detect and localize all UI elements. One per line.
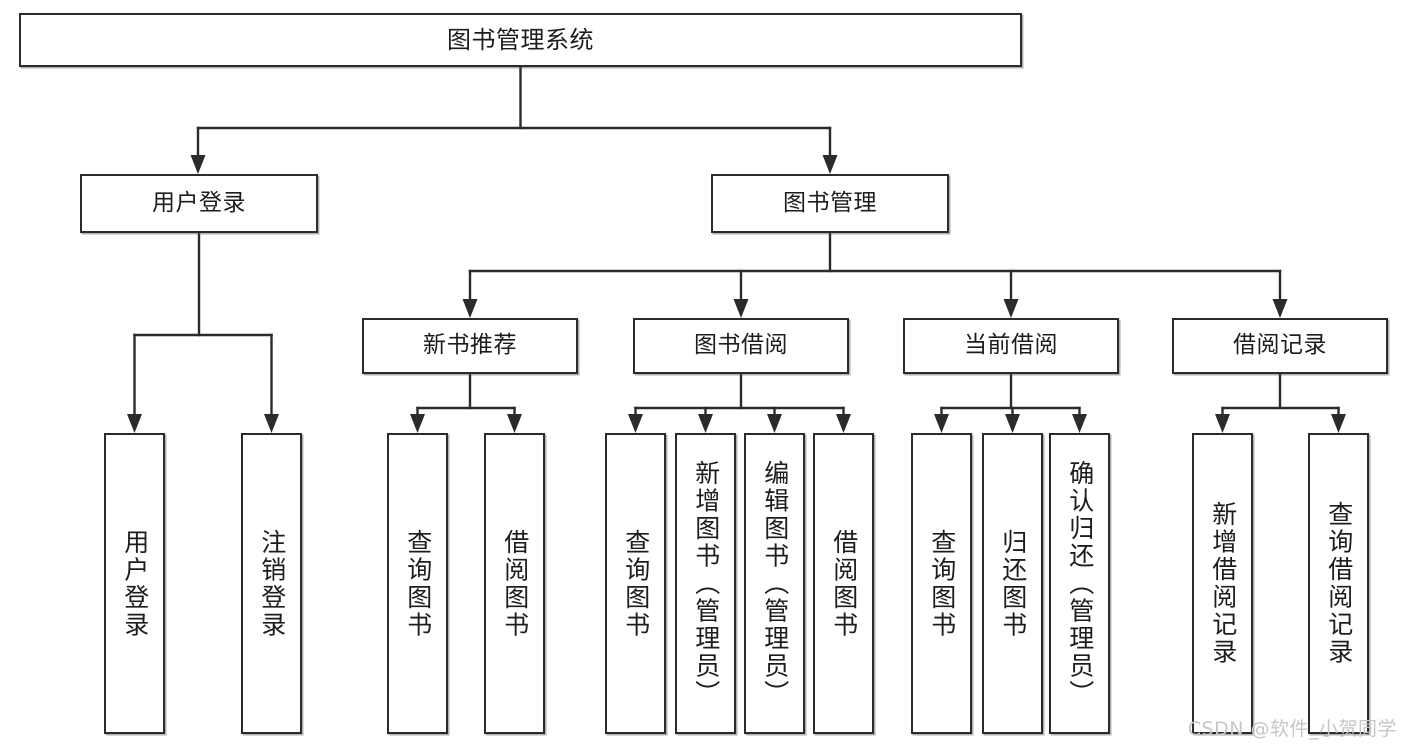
arrowhead-icon: [190, 155, 206, 174]
arrowhead-icon: [628, 414, 643, 433]
node-book-management[interactable]: 图书管理: [711, 174, 949, 233]
node-label: 图书管理: [783, 189, 877, 216]
arrowhead-icon: [1272, 299, 1288, 318]
arrowhead-icon: [836, 414, 851, 433]
node-label: 新增借阅记录: [1208, 501, 1238, 666]
leaf-confirm-return-admin[interactable]: 确认归还（管理员）: [1049, 433, 1110, 734]
leaf-query-borrow-record[interactable]: 查询借阅记录: [1308, 433, 1369, 734]
node-label: 查询图书: [403, 528, 433, 639]
arrowhead-icon: [733, 299, 749, 318]
node-label: 当前借阅: [964, 332, 1058, 359]
leaf-query-book-recommend[interactable]: 查询图书: [387, 433, 448, 734]
watermark-text: CSDN @软件_小贺同学: [1187, 718, 1397, 740]
node-label: 图书管理系统: [447, 25, 594, 54]
leaf-borrow-book-recommend[interactable]: 借阅图书: [484, 433, 545, 734]
node-label: 确认归还（管理员）: [1065, 459, 1095, 708]
arrowhead-icon: [1005, 414, 1020, 433]
leaf-edit-book-admin[interactable]: 编辑图书（管理员）: [744, 433, 805, 734]
node-label: 用户登录: [152, 189, 246, 216]
arrowhead-icon: [934, 414, 949, 433]
arrowhead-icon: [822, 155, 838, 174]
node-label: 用户登录: [120, 528, 150, 639]
leaf-user-login[interactable]: 用户登录: [104, 433, 165, 734]
arrowhead-icon: [462, 299, 478, 318]
arrowhead-icon: [698, 414, 713, 433]
node-label: 编辑图书（管理员）: [760, 459, 790, 708]
arrowhead-icon: [1003, 299, 1019, 318]
leaf-return-book[interactable]: 归还图书: [982, 433, 1043, 734]
leaf-query-book-current[interactable]: 查询图书: [911, 433, 972, 734]
arrowhead-icon: [264, 414, 279, 433]
node-label: 图书借阅: [694, 332, 788, 359]
leaf-logout-login[interactable]: 注销登录: [241, 433, 302, 734]
arrowhead-icon: [1331, 414, 1346, 433]
node-label: 新增图书（管理员）: [691, 459, 721, 708]
leaf-query-book-borrow[interactable]: 查询图书: [605, 433, 666, 734]
node-label: 查询借阅记录: [1324, 501, 1354, 666]
node-new-book-recommend[interactable]: 新书推荐: [362, 318, 578, 374]
node-root-book-management-system[interactable]: 图书管理系统: [19, 13, 1022, 67]
leaf-add-borrow-record[interactable]: 新增借阅记录: [1192, 433, 1253, 734]
node-label: 借阅图书: [829, 528, 859, 639]
arrowhead-icon: [127, 414, 142, 433]
node-borrow-record[interactable]: 借阅记录: [1172, 318, 1388, 374]
arrowhead-icon: [507, 414, 522, 433]
node-label: 新书推荐: [423, 332, 517, 359]
arrowhead-icon: [767, 414, 782, 433]
node-book-borrow[interactable]: 图书借阅: [633, 318, 849, 374]
node-label: 借阅图书: [500, 528, 530, 639]
arrowhead-icon: [1215, 414, 1230, 433]
node-current-borrow[interactable]: 当前借阅: [903, 318, 1119, 374]
leaf-add-book-admin[interactable]: 新增图书（管理员）: [675, 433, 736, 734]
arrowhead-icon: [410, 414, 425, 433]
node-label: 借阅记录: [1233, 332, 1327, 359]
node-user-login[interactable]: 用户登录: [80, 174, 318, 233]
arrowhead-icon: [1072, 414, 1087, 433]
node-label: 注销登录: [257, 528, 287, 639]
node-label: 归还图书: [998, 528, 1028, 639]
node-label: 查询图书: [927, 528, 957, 639]
node-label: 查询图书: [621, 528, 651, 639]
leaf-borrow-book[interactable]: 借阅图书: [813, 433, 874, 734]
